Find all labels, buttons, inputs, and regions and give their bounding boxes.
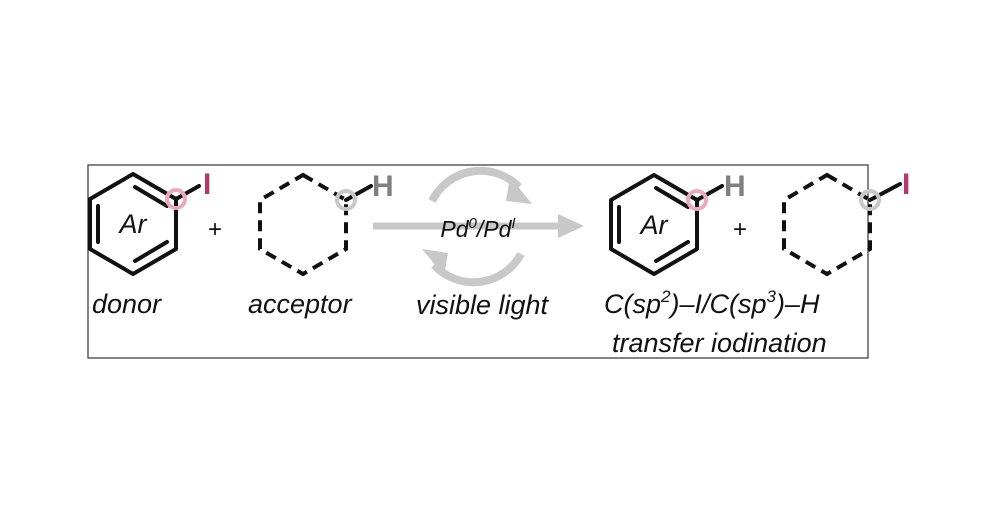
donor-iodine-atom: I <box>203 168 211 201</box>
caption-part-c: )–H <box>773 289 820 319</box>
visible-light-label: visible light <box>416 290 550 320</box>
caption-part-a: C(sp <box>604 289 661 319</box>
cycle-lower-arrowhead <box>422 249 448 276</box>
plus-sign-reactants: + <box>208 216 222 243</box>
acceptor-c-h-bond <box>344 184 373 202</box>
caption-superscript-sp2: 2 <box>660 287 671 306</box>
product-c-h-bond <box>695 184 724 202</box>
plus-sign-products: + <box>733 216 747 243</box>
product-arene-site-marker <box>686 189 708 211</box>
product-hydrogen-atom: H <box>724 170 746 203</box>
bond-transfer-caption: C(sp2)–I/C(sp3)–H <box>604 287 820 319</box>
acceptor-dashed-ring <box>258 172 348 277</box>
transfer-iodination-caption: transfer iodination <box>612 328 827 358</box>
acceptor-alkane: H <box>258 170 394 277</box>
donor-inner-double-bond <box>133 185 169 208</box>
product-dashed-ring <box>782 172 872 277</box>
pd1-oxidation-state: I <box>511 215 515 232</box>
product-inner-double-bond <box>654 186 690 209</box>
cycle-upper-arc <box>428 166 522 203</box>
scheme-frame <box>87 164 869 359</box>
product-iodine-atom: I <box>902 168 910 201</box>
product-inner-double-bond <box>654 240 690 263</box>
donor-inner-double-bond <box>133 240 169 263</box>
pd-separator: / <box>475 216 486 242</box>
donor-aryl-iodide: Ar I <box>88 168 211 276</box>
product-alkyl-iodide: I <box>782 168 910 277</box>
product-alkyl-site-marker <box>859 189 881 211</box>
pd1-label: Pd <box>483 216 512 242</box>
donor-caption: donor <box>92 289 162 319</box>
palladium-cycle-label: Pd0/PdI <box>440 215 515 242</box>
pd0-oxidation-state: 0 <box>469 215 478 232</box>
acceptor-reactive-site-marker <box>335 189 357 211</box>
catalytic-cycle: Pd0/PdI visible light <box>373 166 584 320</box>
acceptor-caption: acceptor <box>248 289 353 319</box>
pd0-label: Pd <box>440 216 469 242</box>
caption-superscript-sp3: 3 <box>767 287 777 306</box>
cycle-upper-arrowhead <box>506 177 532 204</box>
donor-reactive-site-marker <box>165 188 187 210</box>
donor-ring-label: Ar <box>118 209 148 239</box>
product-ring-label: Ar <box>639 210 669 240</box>
product-c-i-bond <box>868 182 902 202</box>
acceptor-hydrogen-atom: H <box>372 170 394 203</box>
donor-c-i-bond <box>174 184 201 201</box>
caption-part-b: )–I/C(sp <box>667 289 766 319</box>
product-arene: Ar H <box>609 170 746 276</box>
reaction-arrow-head <box>558 214 584 238</box>
